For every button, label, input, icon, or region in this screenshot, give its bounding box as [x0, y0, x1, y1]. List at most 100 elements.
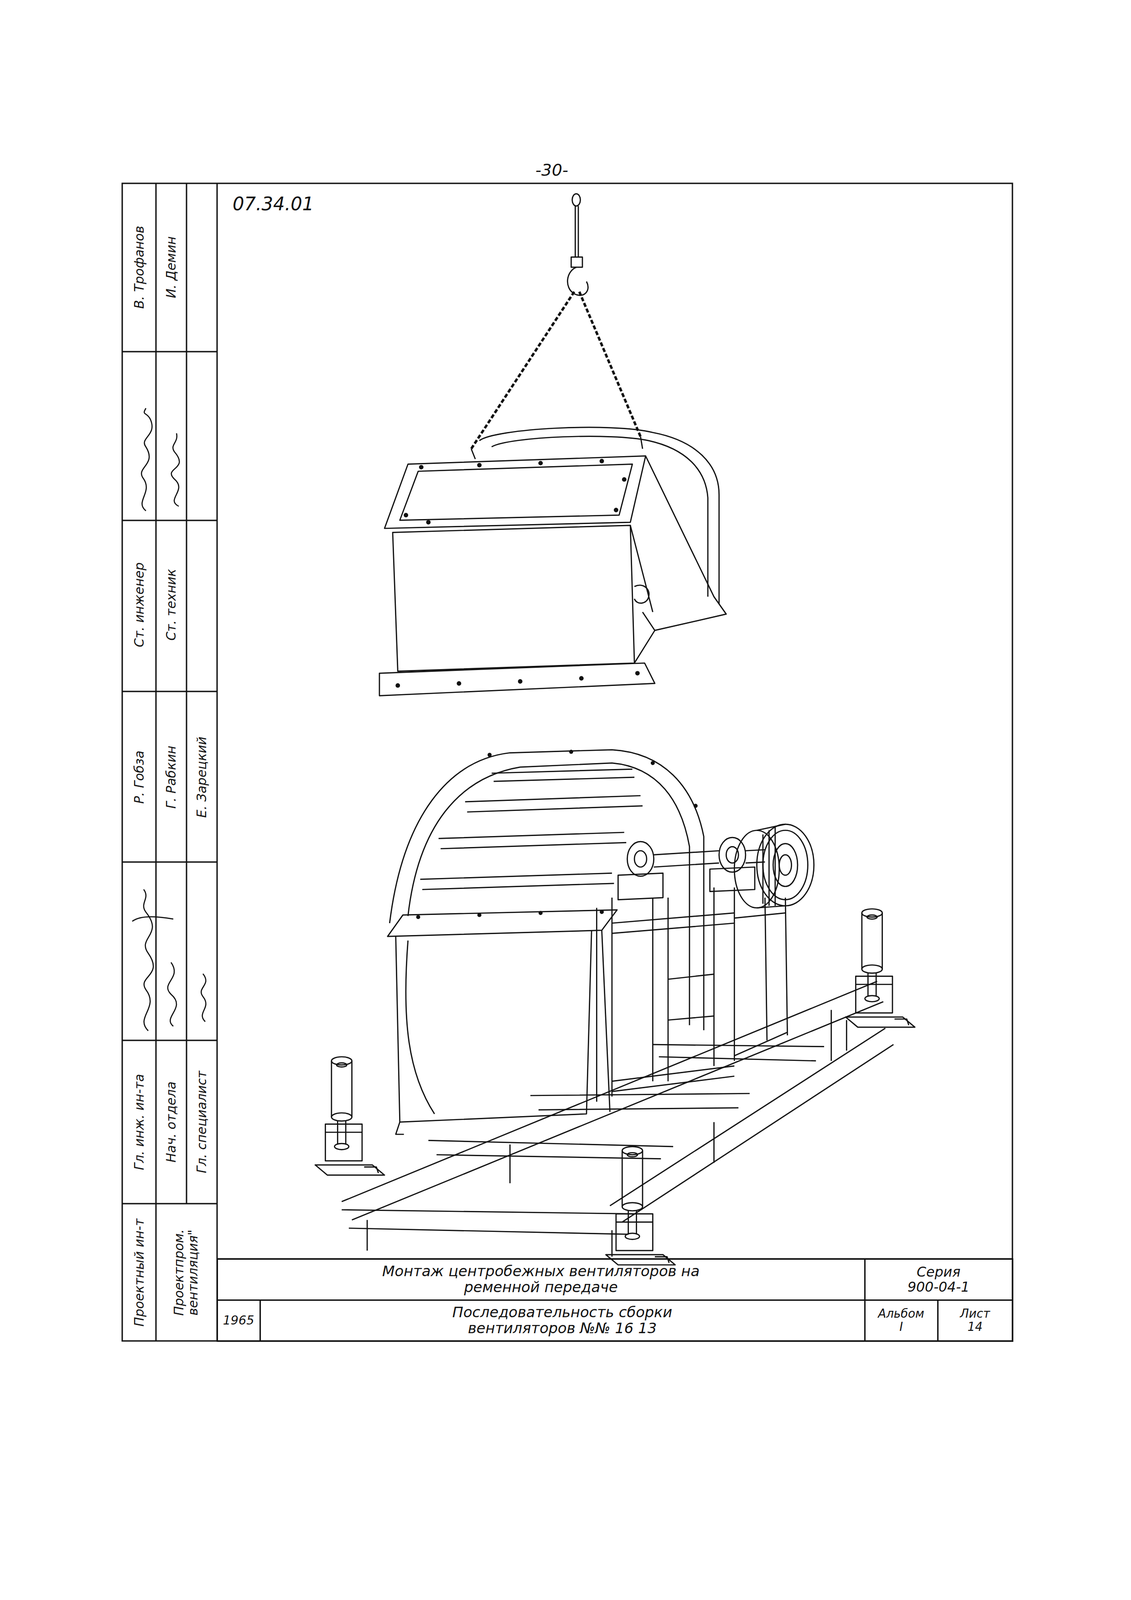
drawing-line — [477, 913, 482, 918]
stamp-label: В. Трофанов — [132, 225, 147, 309]
title-text: Лист — [959, 1307, 991, 1321]
drawing-line — [773, 843, 798, 887]
drawing-line — [605, 1146, 675, 1265]
drawing-line — [762, 827, 776, 906]
drawing-line — [831, 1009, 847, 1061]
drawing-line — [630, 525, 655, 664]
drawing-line — [387, 909, 618, 937]
drawing-line — [567, 267, 588, 296]
title-text: 14 — [967, 1320, 983, 1334]
cell-content: Монтаж центробежных вентиляторов на реме… — [353, 1263, 728, 1296]
drawing-line — [122, 183, 1013, 1341]
drawing-line — [143, 889, 154, 1031]
drawing-line — [167, 962, 177, 1027]
stamp-label: Ст. инженер — [132, 562, 147, 648]
drawing-line — [634, 850, 647, 867]
drawing-line — [471, 436, 643, 459]
drawing-line — [622, 477, 627, 482]
leveling-jack — [315, 908, 915, 1266]
drawing-line — [634, 585, 649, 603]
fan-illustration — [315, 193, 915, 1265]
cell-content: Последовательность сборки вентиляторов №… — [398, 1304, 727, 1337]
drawing-line — [405, 940, 435, 1114]
stamp-label: Гл. специалист — [195, 1070, 210, 1173]
bearing-support — [596, 866, 788, 1102]
drawing-line — [122, 351, 218, 1204]
drawing-line — [186, 183, 188, 1204]
drawing-line — [419, 464, 424, 470]
drawing-line — [579, 291, 641, 437]
drawing-line — [579, 675, 584, 681]
drawing-line — [399, 464, 633, 521]
drawing-line — [570, 257, 583, 268]
drawing-line — [538, 460, 543, 466]
drawing-line — [756, 824, 814, 906]
drawing-line — [341, 1209, 635, 1235]
drawing-line — [599, 458, 605, 464]
drawing-line — [617, 872, 663, 900]
drawing-line — [538, 910, 543, 915]
title-block-cell: 1965 — [216, 1299, 261, 1342]
signature-scribble — [132, 408, 206, 1031]
title-block-cell: АльбомI — [864, 1299, 939, 1342]
title-block-cell: Монтаж центробежных вентиляторов на реме… — [216, 1258, 866, 1301]
drawing-line — [575, 206, 579, 258]
drawing-line — [779, 854, 792, 876]
drawing-line — [389, 749, 704, 1031]
drawing-line — [384, 456, 646, 529]
drawing-line — [642, 456, 727, 631]
drawing-line — [341, 981, 884, 1220]
drawing-line — [635, 670, 640, 676]
drawing-line — [599, 909, 604, 914]
drawing-line — [509, 1121, 714, 1183]
drawing-line — [155, 183, 157, 1341]
stamp-label: И. Демин — [164, 236, 179, 298]
bearing-and-shaft — [627, 837, 765, 877]
drawing-line — [726, 846, 739, 863]
stamp-label: Проектпром. вентиляция" — [172, 1215, 201, 1330]
sling-chain — [471, 291, 643, 460]
title-text: I — [899, 1320, 903, 1334]
drawing-line — [465, 795, 643, 812]
drawing-line — [653, 850, 720, 867]
drawing-line — [379, 663, 655, 696]
drawing-line — [367, 1219, 613, 1257]
title-block-cell: Лист14 — [937, 1299, 1014, 1342]
drawing-line — [216, 183, 218, 1341]
drawing-line — [395, 1121, 405, 1135]
drawing-line — [612, 913, 735, 934]
drawing-line — [652, 1044, 825, 1061]
drawing-line — [477, 462, 482, 468]
title-text: Альбом — [877, 1307, 924, 1321]
cell-content: 1965 — [223, 1313, 255, 1328]
drawing-line — [487, 752, 492, 758]
drawing-line — [569, 749, 574, 754]
drawing-line — [609, 1027, 894, 1222]
title-text: 900-04-1 — [907, 1279, 970, 1295]
drawing-line — [652, 897, 669, 1082]
drawing-line — [693, 803, 698, 808]
drawing-line — [415, 914, 421, 919]
drawing-line — [530, 1093, 750, 1111]
drawing-line — [438, 832, 627, 849]
casing-upper-half — [379, 427, 727, 696]
stamp-label: Е. Зарецкий — [195, 736, 210, 818]
cell-content: Лист14 — [959, 1307, 991, 1334]
stamp-label: Нач. отдела — [164, 1081, 179, 1163]
cell-content: АльбомI — [877, 1307, 924, 1334]
drawing-line — [572, 193, 581, 207]
drawing-line — [141, 408, 152, 511]
drawing-line — [201, 973, 206, 1022]
drawing-line — [392, 525, 635, 672]
sheet-label: -30- — [535, 160, 569, 180]
drawing-line — [456, 681, 462, 686]
belt-pulley — [734, 824, 814, 908]
drawing-line — [734, 913, 788, 1056]
drawing-line — [403, 513, 409, 518]
stamp-label: Гл. инж. ин-та — [132, 1073, 147, 1171]
title-text: Серия — [916, 1264, 961, 1280]
stamp-label: Проектный ин-т — [132, 1218, 147, 1327]
title-text: Монтаж центробежных вентиляторов на реме… — [353, 1263, 728, 1296]
drawing-line — [395, 458, 640, 688]
